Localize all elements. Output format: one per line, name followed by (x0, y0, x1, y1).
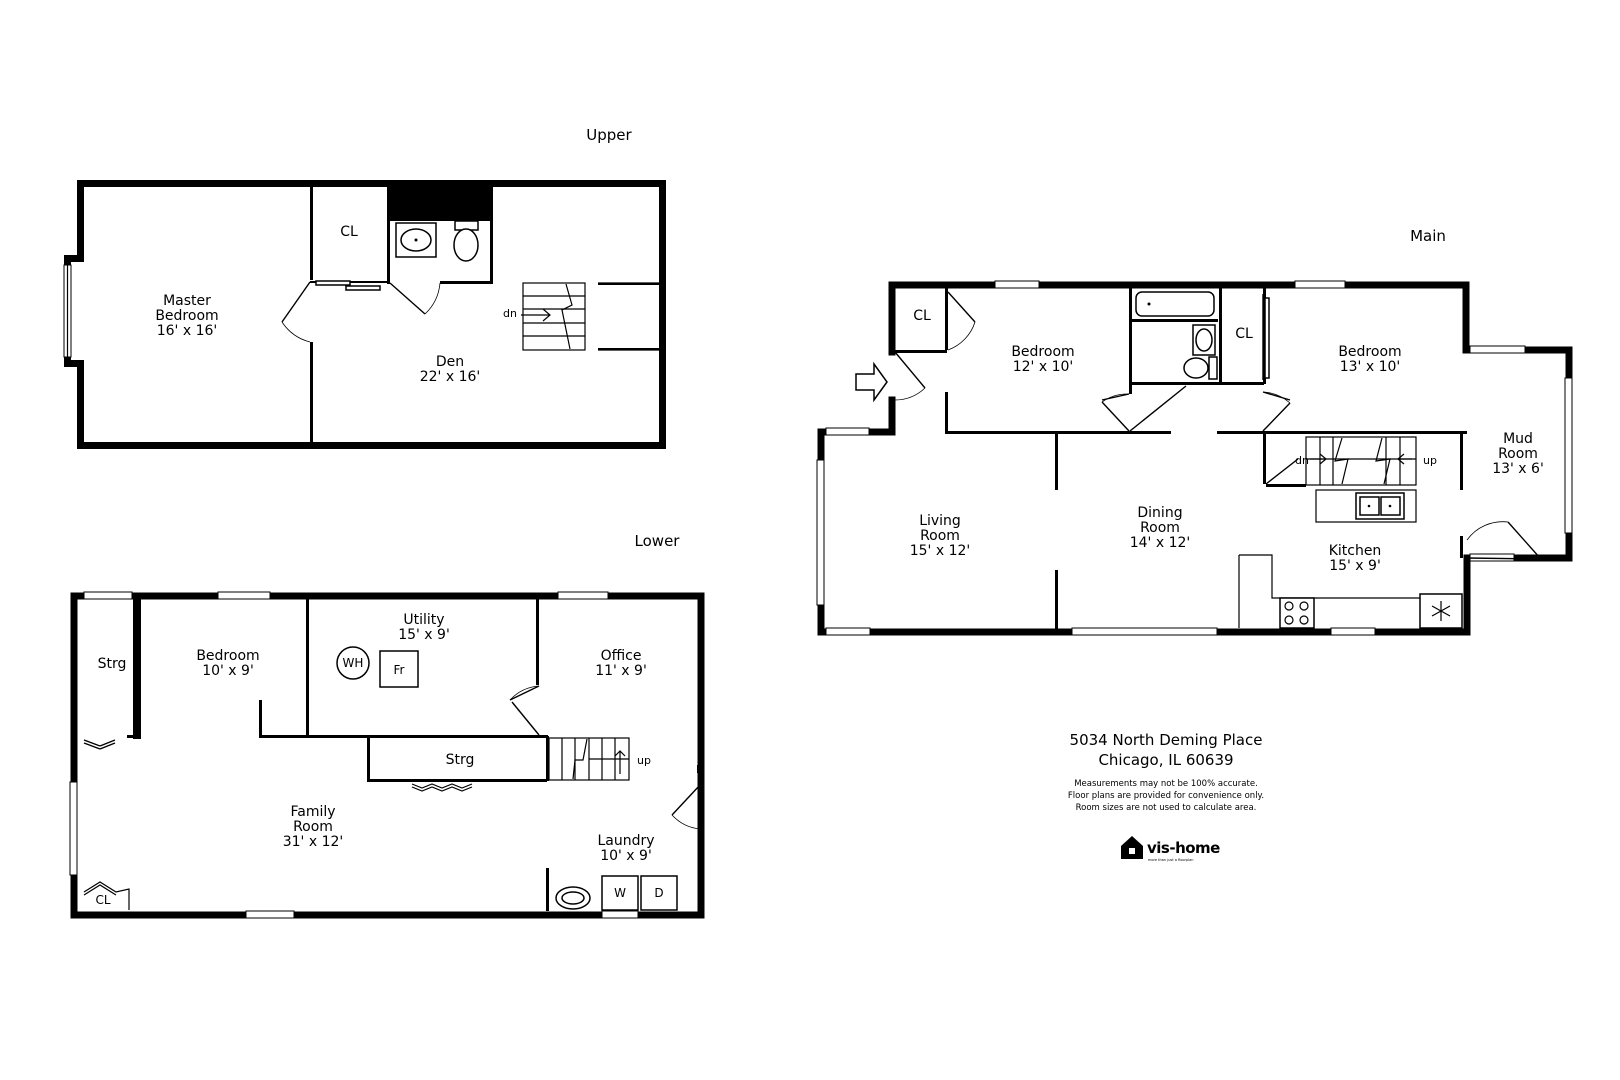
kitchen-island (1315, 489, 1417, 523)
room-size-den: 22' x 16' (420, 369, 481, 385)
room-name-office: Office (601, 648, 642, 664)
room-name-family-room-line2: Room (293, 819, 333, 835)
stairs-label-upper: dn (503, 307, 517, 320)
room-name-mud-room-line1: Mud (1503, 431, 1533, 447)
room-name-mud-room-line2: Room (1498, 446, 1538, 462)
window (825, 627, 871, 636)
room-name-storage-mid: Strg (446, 752, 475, 768)
brand-name: vis-home (1147, 839, 1220, 857)
house-icon (1121, 836, 1143, 859)
room-name-utility: Utility (403, 612, 444, 628)
room-name-main-closet-2: CL (1235, 326, 1253, 342)
stairs-icon (1265, 436, 1417, 487)
washer-icon (601, 875, 639, 911)
upper-floor-plan: Master Bedroom 16' x 16' CL Den 22' x 16… (63, 180, 666, 449)
room-name-dining-room-line1: Dining (1137, 505, 1182, 521)
room-name-main-closet: CL (913, 308, 931, 324)
stove-icon (1279, 597, 1315, 629)
room-size-laundry: 10' x 9' (600, 848, 652, 864)
room-name-lower-bedroom: Bedroom (196, 648, 259, 664)
room-size-utility: 15' x 9' (398, 627, 450, 643)
window (83, 591, 133, 600)
room-name-bedroom-2: Bedroom (1338, 344, 1401, 360)
window (245, 910, 295, 919)
window (69, 781, 78, 876)
stairs-label-main-up: up (1423, 454, 1437, 467)
room-size-master-bedroom: 16' x 16' (157, 323, 218, 339)
room-name-kitchen: Kitchen (1329, 543, 1382, 559)
floor-label-upper: Upper (586, 126, 632, 144)
window (994, 280, 1040, 289)
brand-tagline: more than just a floorplan (1148, 858, 1194, 862)
furnace-label: Fr (394, 663, 405, 677)
window (1294, 280, 1346, 289)
window (1564, 377, 1573, 534)
room-name-lower-closet: CL (95, 893, 110, 907)
window (217, 591, 271, 600)
room-size-bedroom-1: 12' x 10' (1013, 359, 1074, 375)
room-name-living-room-line1: Living (919, 513, 961, 529)
disclaimer-line2: Floor plans are provided for convenience… (1068, 791, 1264, 801)
room-size-bedroom-2: 13' x 10' (1340, 359, 1401, 375)
room-name-master-bedroom-line2: Bedroom (155, 308, 218, 324)
furnace-icon (379, 650, 419, 688)
disclaimer-line3: Room sizes are not used to calculate are… (1076, 803, 1257, 813)
stairs-label-main-down: dn (1295, 454, 1309, 467)
water-heater-label: WH (343, 656, 364, 670)
dryer-label: D (654, 886, 663, 900)
window (1469, 345, 1526, 354)
room-size-dining-room: 14' x 12' (1130, 535, 1191, 551)
room-size-mud-room: 13' x 6' (1492, 461, 1544, 477)
disclaimer-line1: Measurements may not be 100% accurate. (1074, 779, 1258, 789)
room-name-laundry: Laundry (597, 833, 654, 849)
room-size-office: 11' x 9' (595, 663, 647, 679)
water-heater-icon (336, 646, 370, 680)
room-name-dining-room-line2: Room (1140, 520, 1180, 536)
window (557, 591, 609, 600)
snowflake-icon (1431, 601, 1451, 621)
entry-arrow-icon (855, 361, 888, 403)
room-size-living-room: 15' x 12' (910, 543, 971, 559)
toilet-icon (1208, 356, 1218, 380)
lower-floor-plan: Strg Bedroom 10' x 9' Utility 15' x 9' W… (69, 591, 705, 919)
vis-home-logo: vis-home more than just a floorplan (1121, 836, 1221, 862)
bathtub-icon (1135, 291, 1215, 317)
window (816, 459, 825, 606)
room-name-living-room-line2: Room (920, 528, 960, 544)
washer-label: W (614, 886, 626, 900)
dryer-icon (640, 875, 678, 911)
stairs-icon (521, 282, 659, 351)
window (601, 910, 639, 919)
room-name-upper-closet: CL (340, 224, 358, 240)
room-name-storage-left: Strg (98, 656, 127, 672)
room-name-bedroom-1: Bedroom (1011, 344, 1074, 360)
main-floor-plan: CL Bedroom 12' x 10' CL Bedroom 13' x 10… (816, 280, 1573, 636)
window (1330, 627, 1376, 636)
address-line1: 5034 North Deming Place (1070, 731, 1263, 749)
floor-label-main: Main (1410, 227, 1446, 245)
room-size-kitchen: 15' x 9' (1329, 558, 1381, 574)
room-name-den: Den (436, 354, 464, 370)
room-size-family-room: 31' x 12' (283, 834, 344, 850)
room-name-master-bedroom-line1: Master (163, 293, 211, 309)
stairs-label-lower: up (637, 754, 651, 767)
floor-label-lower: Lower (635, 532, 681, 550)
window (825, 427, 870, 436)
room-name-family-room-line1: Family (290, 804, 335, 820)
stairs-icon (548, 737, 630, 781)
room-size-lower-bedroom: 10' x 9' (202, 663, 254, 679)
address-line2: Chicago, IL 60639 (1098, 751, 1233, 769)
window (1071, 627, 1218, 636)
